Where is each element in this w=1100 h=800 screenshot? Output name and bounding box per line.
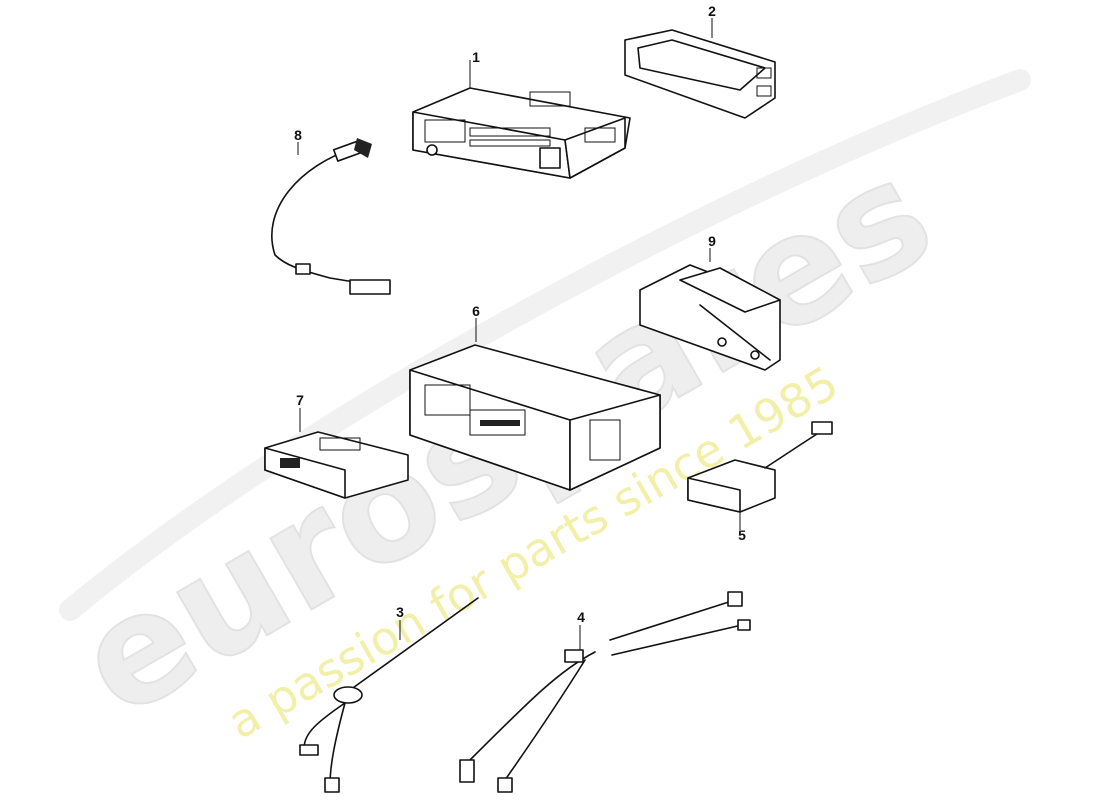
part-number-4: 4 bbox=[577, 609, 585, 625]
part-number-5: 5 bbox=[738, 527, 746, 543]
part-number-6: 6 bbox=[472, 303, 480, 319]
part-number-1: 1 bbox=[472, 49, 480, 65]
part-9-changer-bracket[interactable]: 9 bbox=[639, 233, 781, 371]
part-number-8: 8 bbox=[294, 127, 302, 143]
part-8-adapter-cable[interactable]: 8 bbox=[271, 127, 391, 295]
part-7-magazine[interactable]: 7 bbox=[264, 392, 409, 499]
part-6-cd-changer[interactable]: 6 bbox=[409, 303, 661, 491]
part-5-interface-box[interactable]: 5 bbox=[687, 421, 833, 543]
part-1-radio-cassette[interactable]: 1 bbox=[412, 49, 631, 179]
part-number-3: 3 bbox=[396, 604, 404, 620]
part-3-antenna[interactable]: 3 bbox=[299, 597, 479, 793]
part-number-9: 9 bbox=[708, 233, 716, 249]
part-2-mounting-frame[interactable]: 2 bbox=[624, 3, 776, 119]
watermark-swoosh bbox=[59, 69, 1031, 621]
part-number-7: 7 bbox=[296, 392, 304, 408]
part-4-splitter-cable[interactable]: 4 bbox=[459, 591, 751, 793]
part-number-2: 2 bbox=[708, 3, 716, 19]
